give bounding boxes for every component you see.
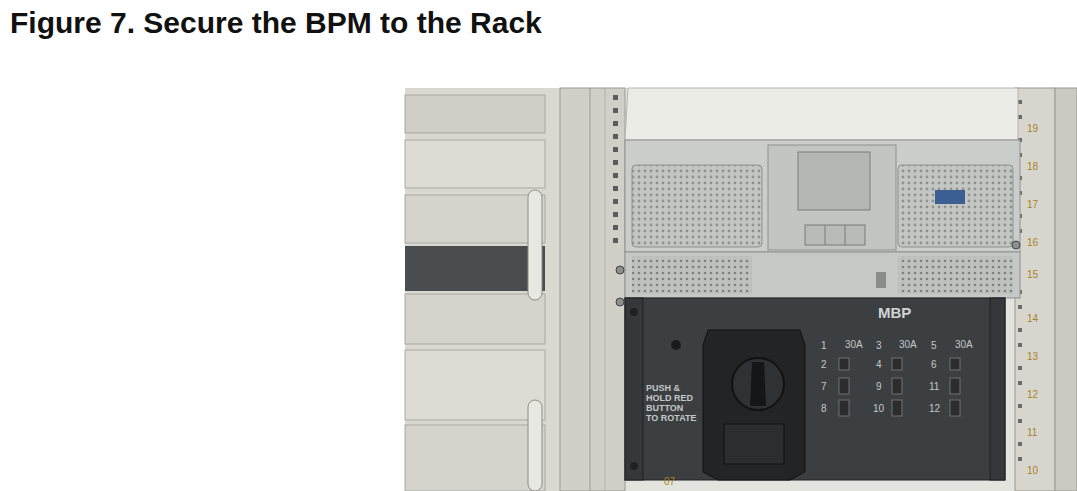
- rack-unit-number: 10: [1027, 465, 1038, 476]
- breaker-label: 30A: [955, 339, 973, 350]
- rack-unit-number: 11: [1027, 427, 1037, 438]
- rack-unit-number: 18: [1027, 161, 1038, 172]
- rack-unit-number: 17: [1027, 199, 1038, 210]
- breaker-label: 3: [876, 340, 882, 351]
- rack-unit-number: 13: [1027, 351, 1038, 362]
- ups-unit: [625, 88, 1020, 298]
- breaker-label: 10: [873, 403, 884, 414]
- breaker-label: 12: [929, 403, 940, 414]
- rack-unit-number: 15: [1027, 269, 1038, 280]
- rack-unit-number: 16: [1027, 237, 1038, 248]
- rack-screws: [616, 241, 1020, 306]
- rack-unit-number: 19: [1027, 123, 1038, 134]
- rack-unit-number: 14: [1027, 313, 1038, 324]
- rack-rail: [1015, 88, 1077, 491]
- breaker-label: 30A: [845, 339, 863, 350]
- bypass-module: [625, 298, 1005, 480]
- breaker-label: 11: [929, 381, 939, 392]
- breaker-toggles: [839, 358, 960, 416]
- breaker-label: 4: [876, 359, 882, 370]
- breaker-label: 9: [876, 381, 882, 392]
- breaker-label: 7: [821, 381, 827, 392]
- rail-holes: [613, 95, 618, 243]
- breaker-label: 8: [821, 403, 827, 414]
- rack-unit-number: 12: [1027, 389, 1038, 400]
- instruction-text: PUSH & HOLD RED BUTTON TO ROTATE: [646, 384, 698, 424]
- illustration-ground: [405, 88, 1077, 491]
- breaker-label: 6: [931, 359, 937, 370]
- figure-title: Figure 7. Secure the BPM to the Rack: [10, 6, 542, 39]
- rack-rail: [560, 88, 625, 491]
- breaker-label: 1: [821, 340, 827, 351]
- breaker-label: 30A: [899, 339, 917, 350]
- breaker-label: 5: [931, 340, 937, 351]
- module-name: MBP: [878, 305, 911, 322]
- cabinet-side: [405, 88, 560, 491]
- breaker-label: 2: [821, 359, 827, 370]
- rack-unit-number: 07: [664, 476, 675, 487]
